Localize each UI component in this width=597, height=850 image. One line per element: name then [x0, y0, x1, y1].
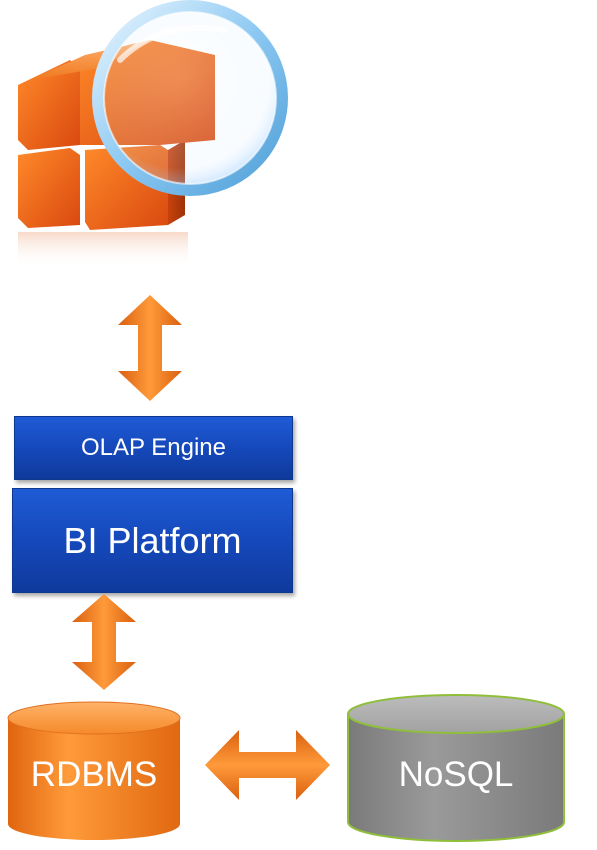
- bi-platform-box: BI Platform: [12, 488, 293, 593]
- double-arrow-vertical-icon: [72, 594, 136, 690]
- olap-engine-label: OLAP Engine: [81, 434, 226, 461]
- bi-platform-label: BI Platform: [63, 519, 242, 561]
- nosql-database-cylinder: [347, 694, 565, 842]
- olap-engine-box: OLAP Engine: [14, 416, 293, 480]
- rdbms-label: RDBMS: [30, 755, 158, 794]
- nosql-label: NoSQL: [398, 755, 514, 794]
- rdbms-database-cylinder: [7, 701, 181, 840]
- double-arrow-vertical-icon: [118, 295, 182, 401]
- cube-magnifier-icon: [18, 0, 288, 268]
- double-arrow-horizontal-icon: [205, 730, 330, 800]
